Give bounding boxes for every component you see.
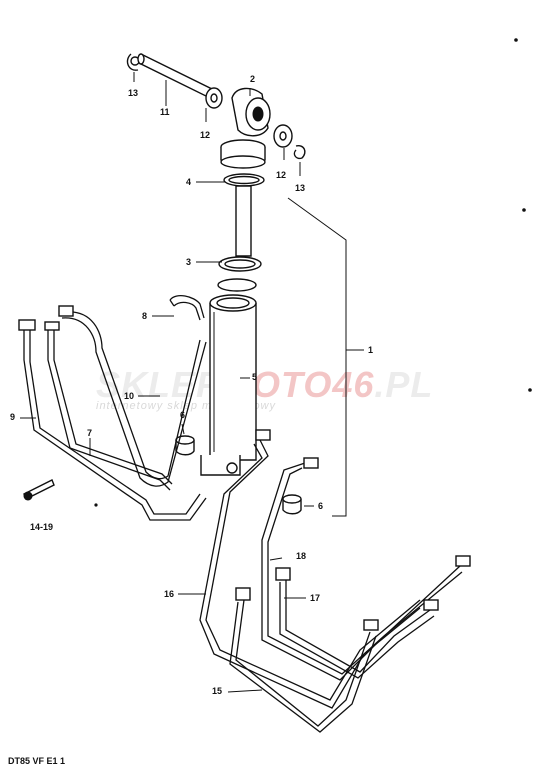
callout-part-13-left: 13 [128, 88, 139, 98]
pipe-part-18 [261, 457, 471, 681]
clip-part-13-right [293, 144, 306, 160]
callout-part-7: 7 [87, 428, 93, 438]
callout-part-17: 17 [310, 593, 321, 603]
callout-part-4: 4 [186, 177, 192, 187]
shaft-part-11 [137, 53, 215, 99]
callout-part-3: 3 [186, 257, 192, 267]
callout-part-11: 11 [160, 107, 170, 117]
bushing-part-6-left [175, 435, 195, 456]
callout-part-13-right: 13 [295, 183, 306, 193]
bushing-part-6-right [282, 494, 302, 515]
o-ring-part-3 [218, 256, 262, 272]
callout-part-15: 15 [212, 686, 223, 696]
piston-rod [235, 185, 252, 257]
bolt-part-14-19 [23, 479, 55, 501]
pipe-part-15 [229, 587, 379, 733]
pipe-part-7 [44, 321, 173, 491]
callout-part-6-right: 6 [318, 501, 324, 511]
callout-part-18: 18 [296, 551, 307, 561]
pipe-part-9 [18, 319, 207, 521]
clip-part-13-left [126, 53, 140, 71]
bushing-part-12-left [205, 87, 223, 109]
callout-part-1: 1 [368, 345, 374, 355]
callout-part-2: 2 [250, 74, 256, 84]
callout-part-9: 9 [10, 412, 16, 422]
leader-lines [20, 72, 364, 693]
callout-part-6-left: 6 [180, 410, 186, 420]
bushing-part-12-right [273, 124, 293, 148]
callout-part-16: 16 [164, 589, 175, 599]
fitting-part-8 [169, 294, 205, 321]
pipe-part-10 [58, 305, 207, 487]
callout-part-10: 10 [124, 391, 135, 401]
cylinder-head [220, 139, 266, 169]
watermark-title-suffix: .PL [374, 364, 434, 405]
callout-part-14-19: 14-19 [30, 522, 54, 532]
scan-specks [94, 38, 532, 507]
pipe-part-17 [275, 567, 439, 679]
watermark-title-main: SKLEP [96, 364, 222, 405]
diagram-code: DT85 VF E1 1 [8, 756, 66, 766]
callout-part-5: 5 [252, 372, 258, 382]
o-ring-part-4 [223, 173, 265, 187]
callout-part-12-right: 12 [276, 170, 287, 180]
callout-part-8: 8 [142, 311, 148, 321]
upper-eye-part-2 [231, 87, 271, 137]
cylinder-body-part-5 [200, 278, 257, 476]
callout-part-12-left: 12 [200, 130, 211, 140]
